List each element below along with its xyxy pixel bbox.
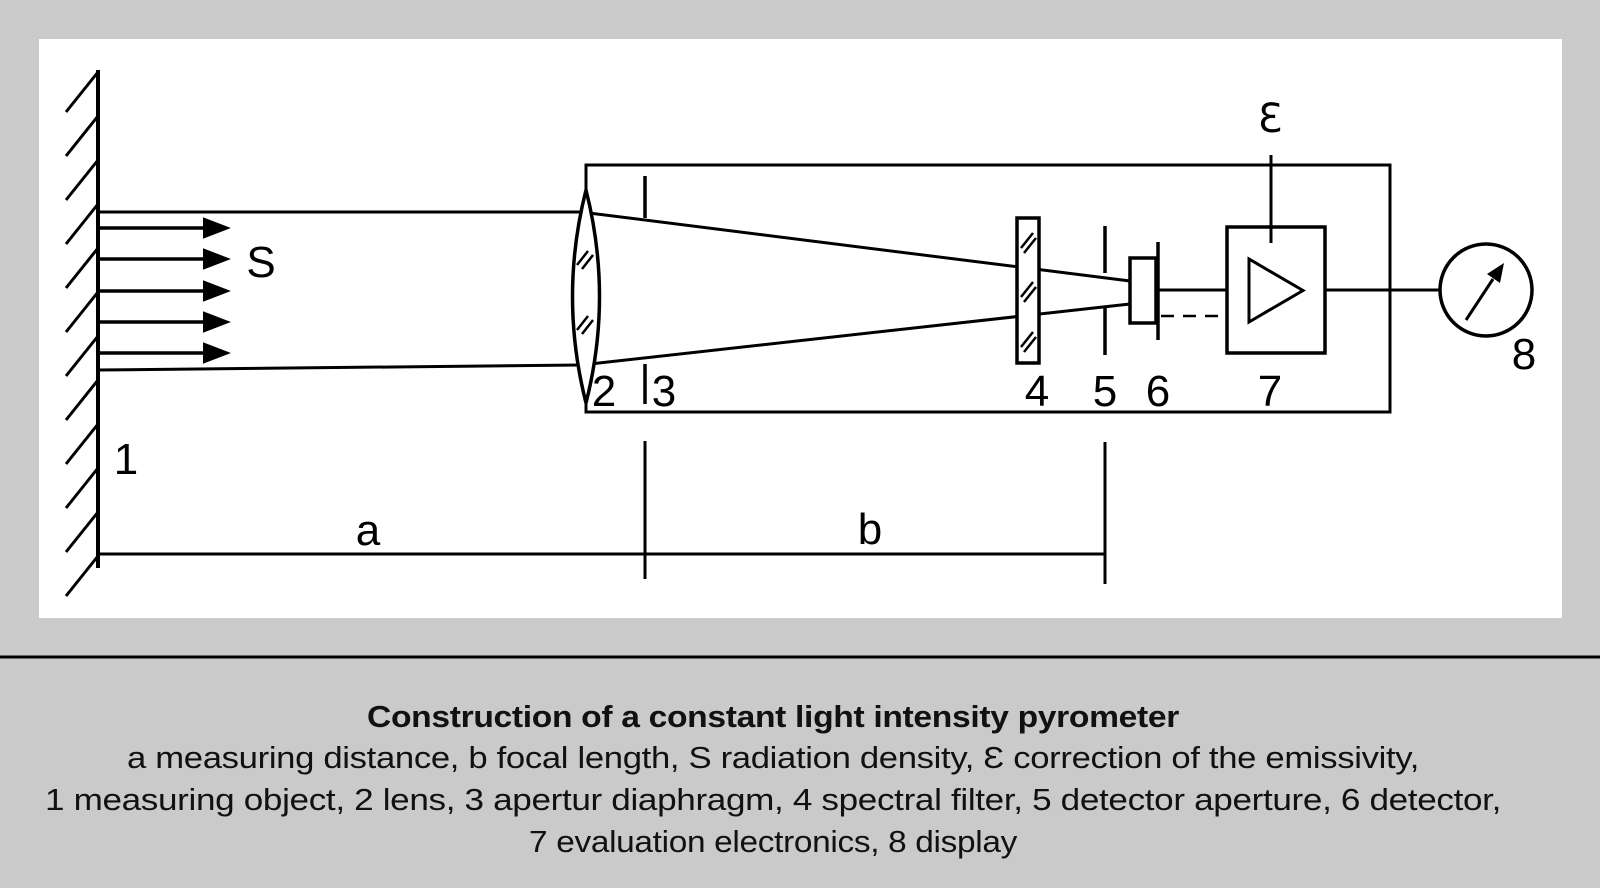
label-focal-length: b [858,505,882,554]
label-measuring-distance: a [356,506,381,555]
caption-block: Construction of a constant light intensi… [45,699,1501,859]
wall-hatching [64,71,100,597]
evaluation-electronics [1225,225,1327,355]
caption-legend-line-3: 7 evaluation electronics, 8 display [529,824,1018,859]
filter-glass-hatch [1020,232,1037,353]
label-emissivity-correction: Ɛ [1258,96,1283,142]
caption-legend-line-1: a measuring distance, b focal length, S … [127,740,1419,775]
label-aperture-diaphragm: 3 [652,367,676,416]
dimension-lines [98,441,1107,584]
lens-glass-hatch [576,250,594,335]
caption-title: Construction of a constant light intensi… [367,699,1179,734]
label-radiation-density: S [246,238,275,287]
amplifier-triangle-icon [1247,256,1306,325]
ray-bottom-incident [97,363,582,372]
measuring-object-wall [64,70,100,597]
label-detector: 6 [1146,367,1170,416]
label-display: 8 [1512,330,1536,379]
meter-needle-icon [1464,263,1504,321]
radiation-arrows [98,217,231,364]
lens [570,189,602,404]
display-meter [1438,242,1534,338]
label-measuring-object: 1 [114,435,138,484]
label-detector-aperture: 5 [1093,367,1117,416]
label-spectral-filter: 4 [1025,367,1049,416]
label-lens: 2 [592,367,616,416]
caption-legend-line-2: 1 measuring object, 2 lens, 3 apertur di… [45,782,1501,817]
diagram-panel [39,39,1562,618]
spectral-filter [1015,216,1041,365]
detector [1128,242,1160,340]
label-evaluation-electronics: 7 [1258,367,1282,416]
